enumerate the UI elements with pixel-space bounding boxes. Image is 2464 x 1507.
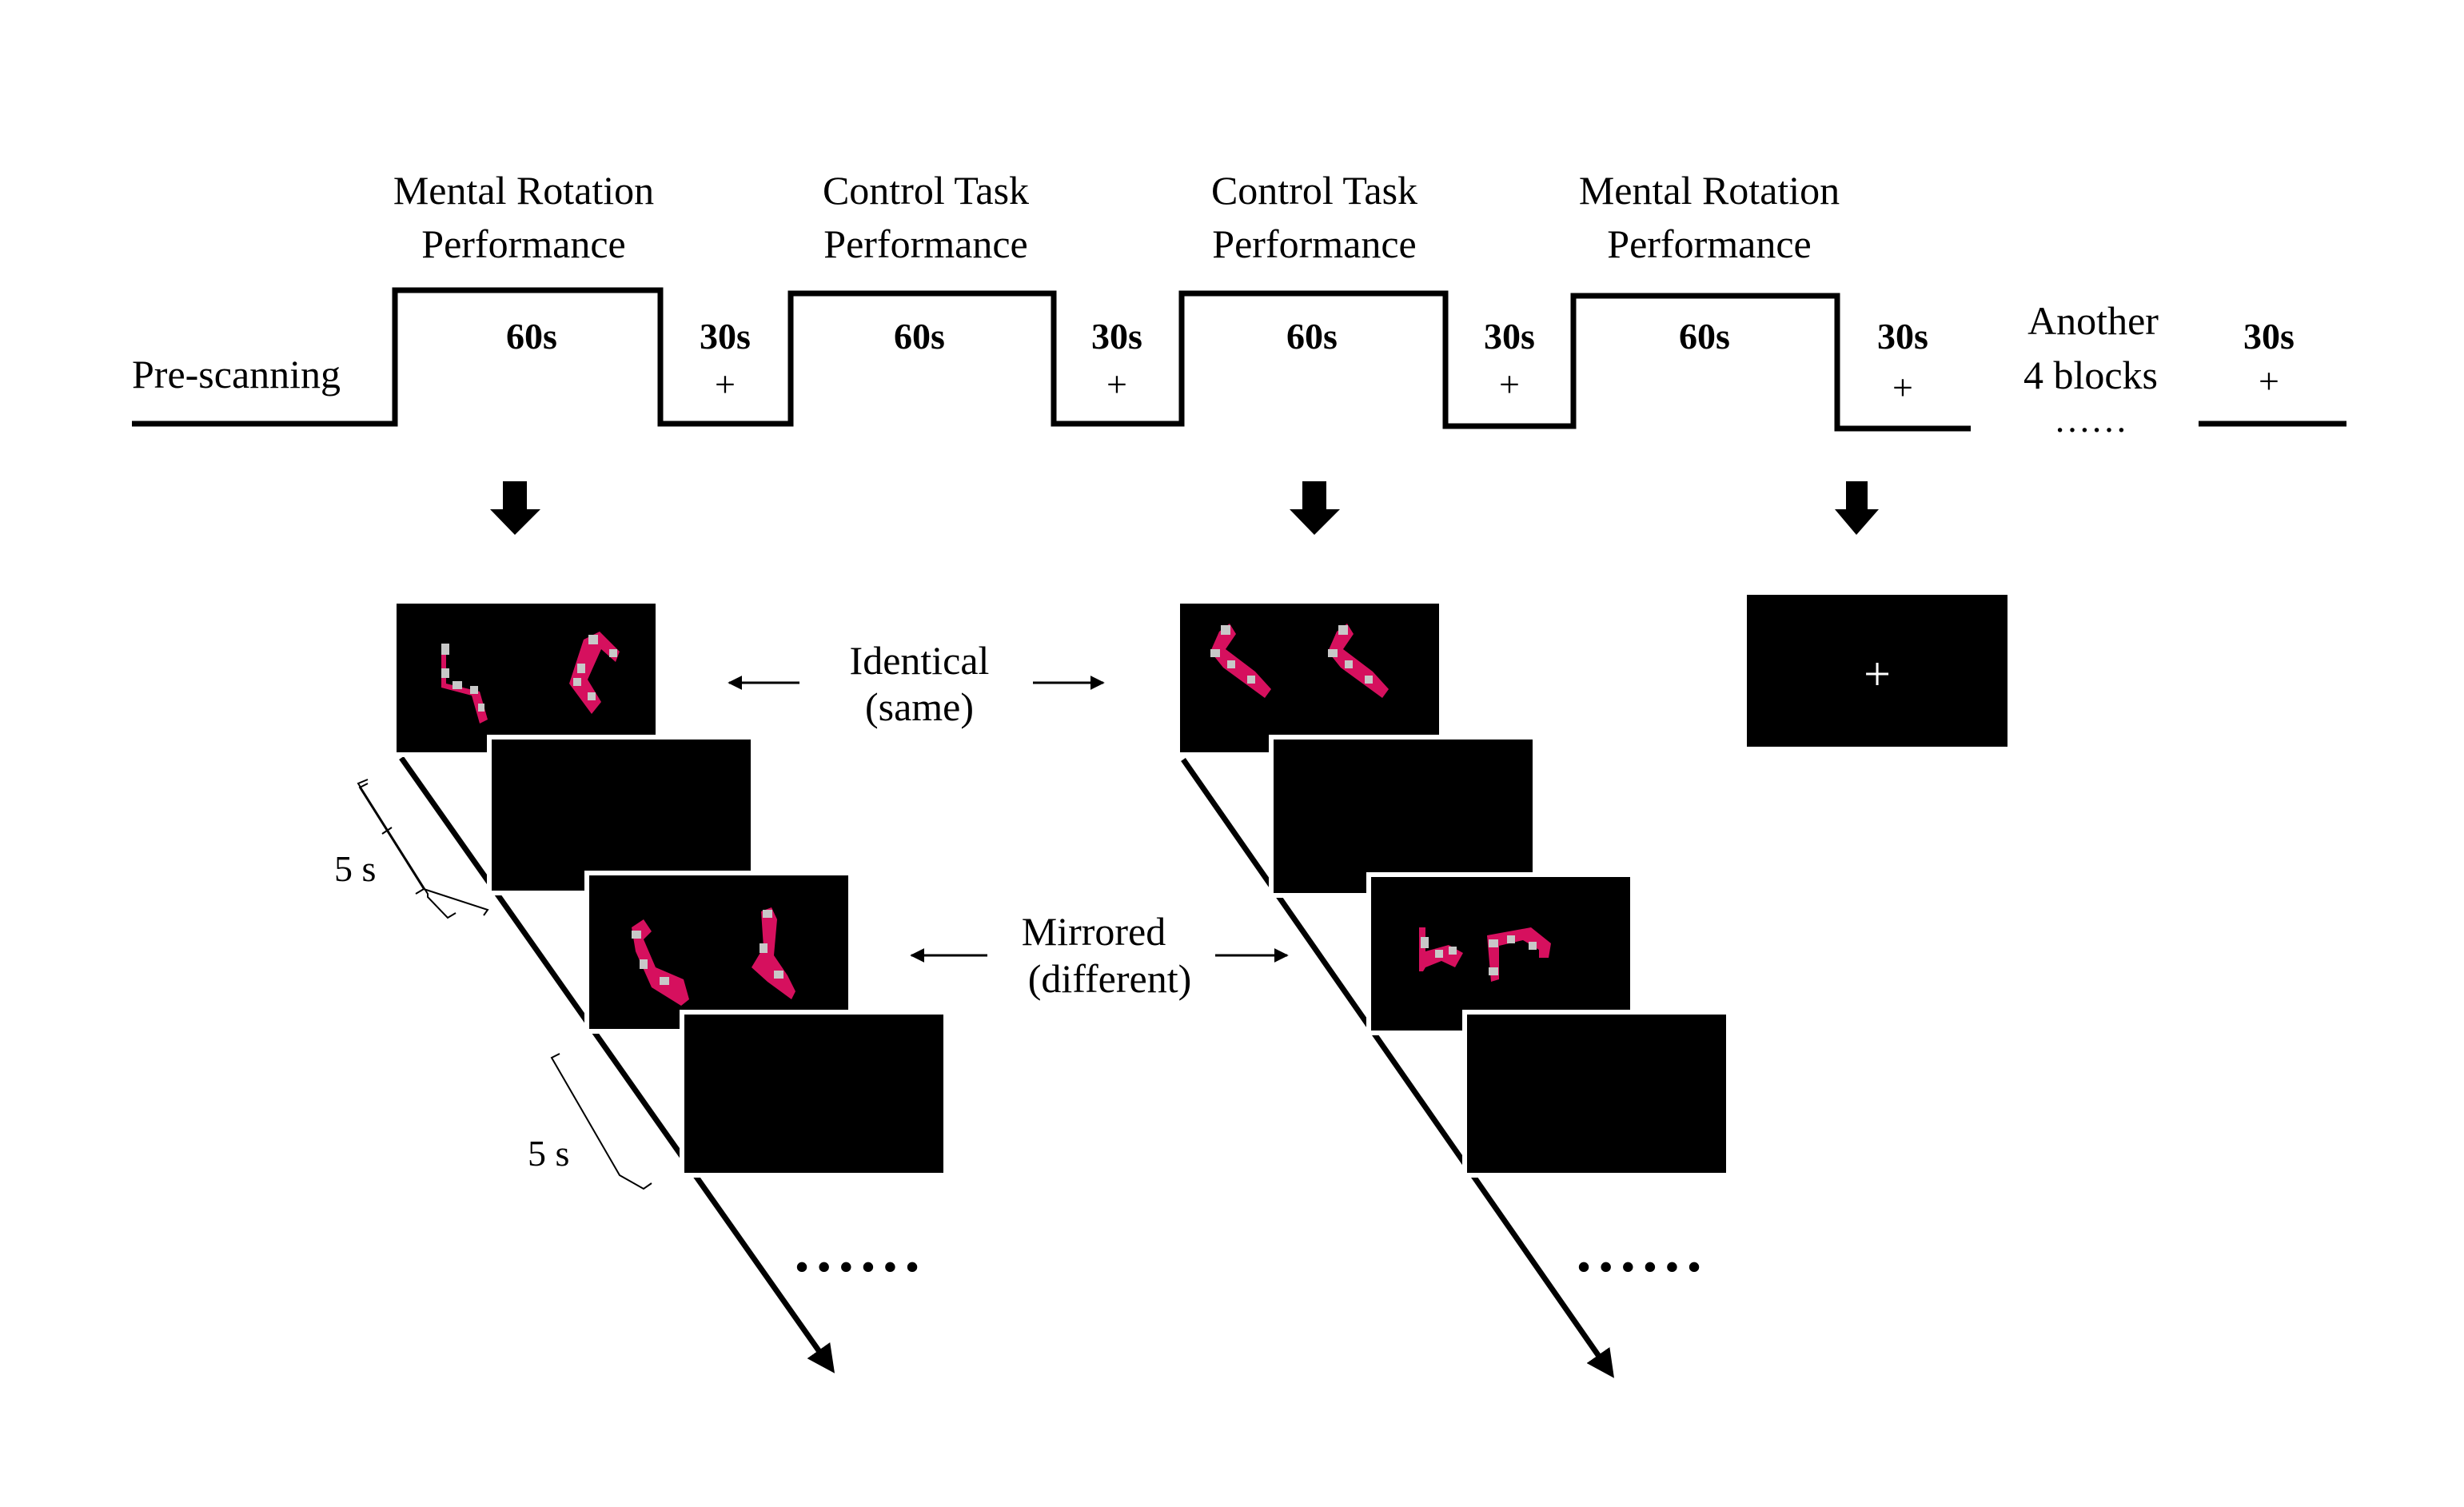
stimulus-screen bbox=[1366, 872, 1635, 1035]
cube-segment bbox=[1221, 625, 1230, 635]
block-design-waveform bbox=[132, 287, 1971, 432]
identical-label-line2: (same) bbox=[865, 684, 974, 729]
rest-1-duration: 30s bbox=[700, 316, 751, 357]
blank-screen bbox=[487, 735, 756, 895]
block-4-duration: 60s bbox=[1679, 316, 1730, 357]
mental-rotation-trial-sequence: 5 s 5 s • • • • • • bbox=[317, 599, 948, 1373]
cube-segment bbox=[1227, 660, 1235, 668]
identical-label-line1: Identical bbox=[850, 638, 990, 683]
rest-4-fixation: + bbox=[1892, 367, 1913, 408]
cube-segment bbox=[640, 959, 648, 969]
cube-segment bbox=[760, 943, 768, 953]
interval-label-1: 5 s bbox=[334, 848, 376, 889]
rest-2-duration: 30s bbox=[1091, 316, 1142, 357]
cube-segment bbox=[1435, 950, 1443, 958]
interval-brace bbox=[358, 783, 489, 916]
down-arrow-icon bbox=[490, 481, 540, 535]
block-2-title-line2: Performance bbox=[823, 221, 1027, 266]
continuation-dots: • • • • • • bbox=[795, 1246, 919, 1287]
stimulus-pair-mirrored bbox=[1419, 927, 1551, 982]
blank-screen bbox=[1269, 735, 1537, 898]
block-1-title-line1: Mental Rotation bbox=[393, 168, 654, 213]
cube-segment bbox=[763, 910, 772, 918]
stimulus-screen bbox=[392, 599, 660, 757]
cube-figure-right bbox=[569, 632, 620, 714]
stimulus-pair-identical bbox=[1210, 624, 1389, 698]
cube-figure-right bbox=[752, 907, 795, 999]
cube-segment bbox=[774, 971, 783, 979]
block-3-duration: 60s bbox=[1286, 316, 1338, 357]
down-arrow-icon bbox=[1290, 481, 1340, 535]
interval-brace bbox=[357, 779, 457, 919]
block-4-title-line2: Performance bbox=[1607, 221, 1811, 266]
stimulus-screen bbox=[1175, 599, 1444, 757]
cube-figure-left bbox=[1419, 927, 1463, 971]
block-2-duration: 60s bbox=[894, 316, 945, 357]
cube-segment bbox=[1507, 935, 1515, 943]
cube-segment bbox=[1489, 967, 1498, 975]
stimulus-screen bbox=[584, 871, 853, 1034]
interval-label-2: 5 s bbox=[528, 1133, 569, 1174]
mirrored-label-line1: Mirrored bbox=[1022, 909, 1166, 954]
control-task-trial-sequence: • • • • • • bbox=[1175, 599, 1731, 1378]
cube-segment bbox=[1421, 937, 1429, 948]
cube-segment bbox=[1345, 660, 1353, 668]
cube-segment bbox=[1338, 625, 1348, 635]
block-1-duration: 60s bbox=[506, 316, 557, 357]
another-blocks-line1: Another bbox=[2027, 298, 2159, 343]
cube-figure-right bbox=[1328, 624, 1389, 698]
cube-figure-left bbox=[632, 919, 689, 1006]
rest-3-duration: 30s bbox=[1484, 316, 1535, 357]
another-blocks-ellipsis: …… bbox=[2054, 399, 2127, 440]
mirrored-label-line2: (different) bbox=[1028, 956, 1192, 1001]
fixation-screen bbox=[1747, 595, 2007, 747]
block-1-title-line2: Performance bbox=[421, 221, 625, 266]
interval-brace bbox=[317, 889, 328, 919]
interval-brace bbox=[550, 1053, 652, 1190]
pre-scanning-label: Pre-scanning bbox=[132, 352, 341, 397]
blank-screen bbox=[680, 1010, 948, 1178]
cube-segment bbox=[1328, 649, 1338, 657]
block-2-title-line1: Control Task bbox=[823, 168, 1029, 213]
time-axis-arrow bbox=[399, 755, 835, 1373]
continuation-dots: • • • • • • bbox=[1577, 1246, 1700, 1287]
cube-figure-right bbox=[1487, 927, 1551, 982]
rest-2-fixation: + bbox=[1106, 364, 1127, 405]
time-axis-arrow bbox=[1181, 757, 1615, 1378]
stimulus-pair-mirrored bbox=[632, 907, 795, 1006]
fixation-cross-icon: + bbox=[1864, 648, 1891, 700]
rest-5-duration: 30s bbox=[2243, 316, 2295, 357]
block-4-title-line1: Mental Rotation bbox=[1579, 168, 1840, 213]
cube-figure-left bbox=[441, 644, 488, 724]
rest-3-fixation: + bbox=[1499, 364, 1520, 405]
cube-segment bbox=[1247, 676, 1255, 684]
down-arrow-icon bbox=[1835, 481, 1879, 535]
rest-4-duration: 30s bbox=[1877, 316, 1928, 357]
another-blocks-line2: 4 blocks bbox=[2023, 353, 2158, 397]
rest-5-fixation: + bbox=[2259, 361, 2279, 401]
cube-segment bbox=[1449, 947, 1457, 955]
cube-segment bbox=[632, 931, 641, 939]
blank-screen bbox=[1462, 1010, 1731, 1178]
block-3-title-line1: Control Task bbox=[1211, 168, 1417, 213]
cube-segment bbox=[660, 977, 669, 985]
rest-1-fixation: + bbox=[715, 364, 736, 405]
cube-segment bbox=[1365, 676, 1373, 684]
cube-segment bbox=[1529, 942, 1537, 950]
cube-segment bbox=[1489, 939, 1498, 947]
stimulus-pair-identical bbox=[441, 632, 620, 724]
block-3-title-line2: Performance bbox=[1212, 221, 1416, 266]
cube-segment bbox=[1210, 649, 1220, 657]
cube-figure-left bbox=[1210, 624, 1271, 698]
